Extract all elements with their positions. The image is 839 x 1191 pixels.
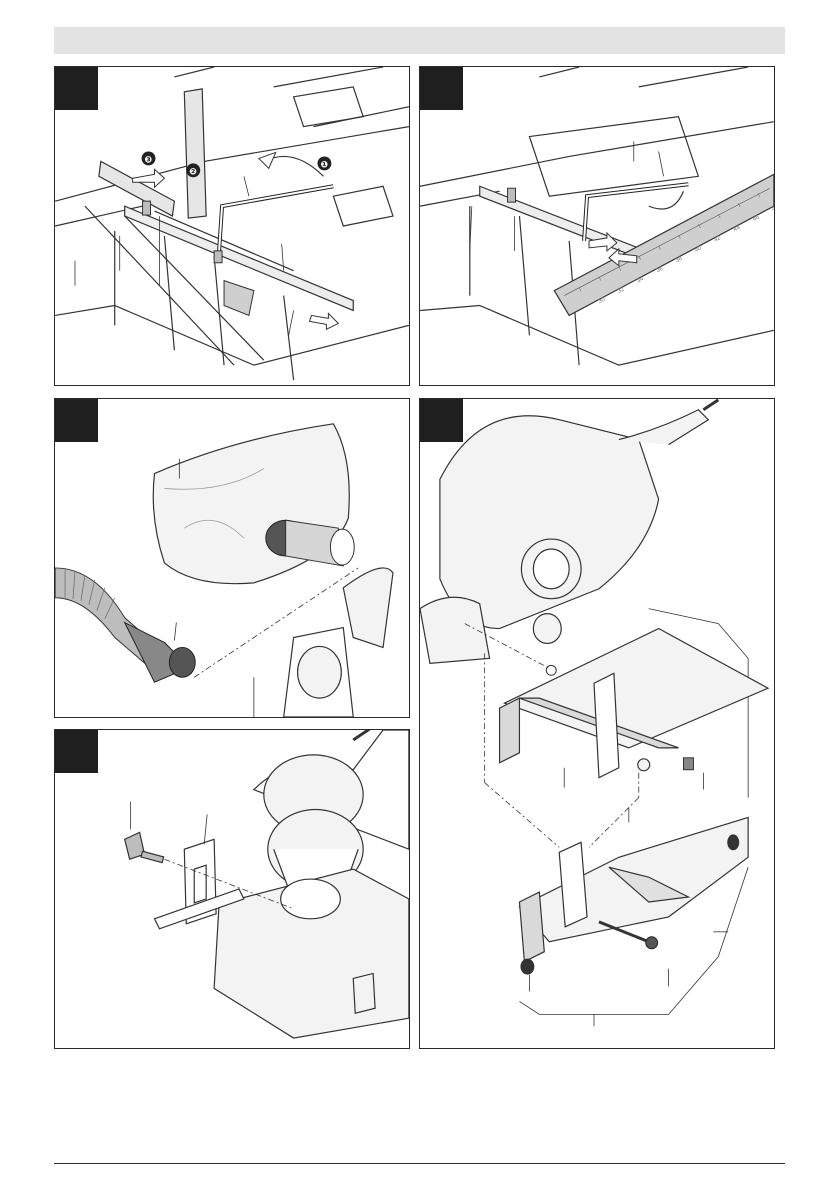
step-marker-2-label: ❷ [189, 167, 197, 177]
step-marker-1-label: ❶ [320, 160, 328, 170]
header-bar [54, 27, 785, 54]
figure-panel-ruler-check: 30 32 34 36 38 40 42 44 46 48 [419, 66, 775, 386]
step-marker-3-label: ❸ [145, 155, 153, 165]
figure-panel-parallel-guide [419, 398, 775, 1049]
parallel-guide-illustration [420, 399, 774, 1048]
depth-stop-illustration [55, 730, 409, 1048]
blade-adjust-illustration: ❶ ❷ ❸ [55, 67, 409, 385]
figure-panel-blade-adjust: ❶ ❷ ❸ [54, 66, 410, 386]
figure-panel-dust-bag [54, 398, 410, 718]
figure-panel-depth-stop [54, 729, 410, 1049]
ruler-check-illustration: 30 32 34 36 38 40 42 44 46 48 [420, 67, 774, 385]
dust-bag-illustration [55, 399, 409, 717]
footer-rule [54, 1163, 785, 1164]
